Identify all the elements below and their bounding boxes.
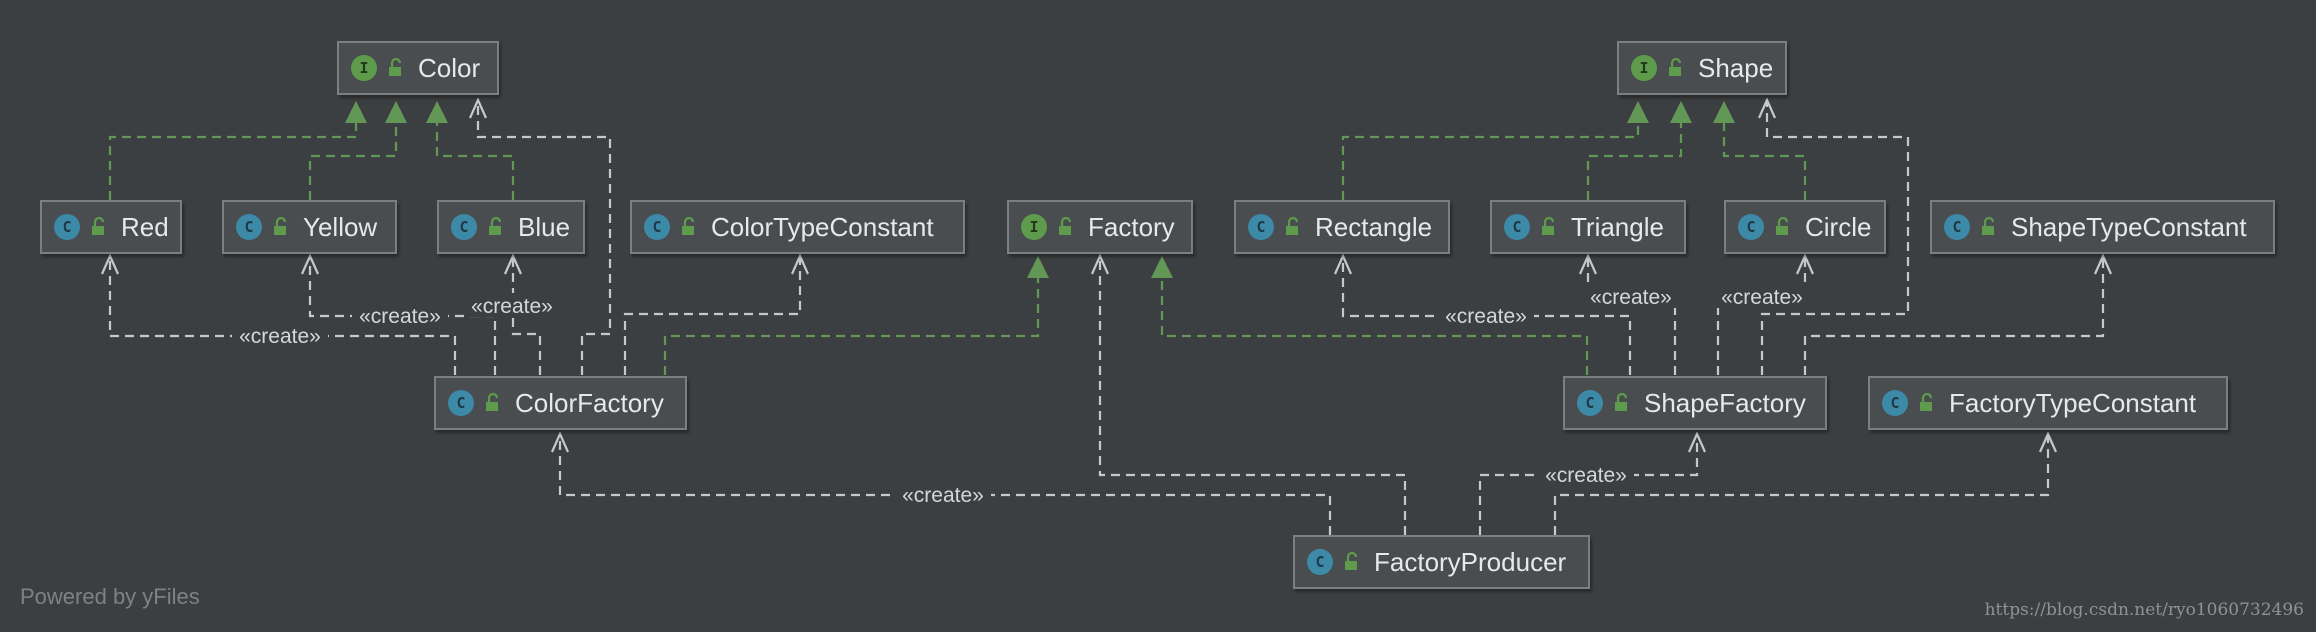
class-node-factoryproducer[interactable]: C FactoryProducer: [1293, 535, 1590, 589]
class-badge-icon: C: [1307, 549, 1333, 575]
open-lock-icon: [1286, 217, 1299, 235]
class-label: ShapeTypeConstant: [2011, 211, 2247, 242]
class-label: Yellow: [303, 211, 378, 242]
open-lock-icon: [1776, 217, 1789, 235]
class-badge-icon: C: [54, 214, 80, 240]
class-label: FactoryProducer: [1374, 546, 1567, 577]
edge-blue-implements-color: [426, 101, 515, 200]
class-node-circle[interactable]: C Circle: [1724, 200, 1886, 254]
open-lock-icon: [1345, 552, 1358, 570]
class-label: Circle: [1805, 211, 1872, 242]
edge-shapefactory-uses-shapetypeconstant: [1803, 256, 2103, 375]
powered-by-label: Powered by yFiles: [20, 584, 200, 609]
class-label: ColorFactory: [515, 387, 664, 418]
create-label-shapefactory: «create»: [1545, 464, 1627, 487]
edge-colorfactory-implements-factory: [663, 256, 1049, 375]
create-label-red: «create»: [239, 325, 321, 348]
edge-shapefactory-implements-factory: [1151, 256, 1589, 375]
create-label-blue: «create»: [471, 295, 553, 318]
edge-rectangle-implements-shape: [1341, 101, 1649, 200]
open-lock-icon: [92, 217, 105, 235]
class-badge-icon: C: [1248, 214, 1274, 240]
class-label: Triangle: [1571, 211, 1664, 242]
edge-triangle-implements-shape: [1586, 101, 1692, 200]
interface-badge-icon: I: [351, 55, 377, 81]
create-label-rectangle: «create»: [1445, 305, 1527, 328]
open-lock-icon: [274, 217, 287, 235]
class-node-triangle[interactable]: C Triangle: [1490, 200, 1686, 254]
open-lock-icon: [1542, 217, 1555, 235]
watermark-url: https://blog.csdn.net/ryo1060732496: [1984, 600, 2304, 620]
class-badge-icon: C: [1577, 390, 1603, 416]
class-node-yellow[interactable]: C Yellow: [222, 200, 397, 254]
class-badge-icon: C: [1944, 214, 1970, 240]
class-badge-icon: C: [1738, 214, 1764, 240]
interface-badge-icon: I: [1021, 214, 1047, 240]
open-lock-icon: [1920, 393, 1933, 411]
class-label: Color: [418, 52, 481, 83]
edge-shapefactory-uses-shape: [1762, 100, 1910, 375]
class-label: Blue: [518, 211, 571, 242]
edge-shapefactory-creates-triangle: [1588, 256, 1677, 375]
class-label: FactoryTypeConstant: [1949, 387, 2197, 418]
class-node-shape[interactable]: I Shape: [1617, 41, 1787, 95]
class-label: Shape: [1698, 52, 1774, 83]
open-lock-icon: [489, 217, 502, 235]
class-node-color[interactable]: I Color: [337, 41, 499, 95]
class-badge-icon: C: [1882, 390, 1908, 416]
class-node-factorytypeconstant[interactable]: C FactoryTypeConstant: [1868, 376, 2228, 430]
create-label-triangle: «create»: [1590, 286, 1672, 309]
edge-factoryproducer-uses-factorytypeconstant: [1553, 434, 2048, 535]
class-badge-icon: C: [1504, 214, 1530, 240]
create-label-yellow: «create»: [359, 305, 441, 328]
edge-colorfactory-uses-colortypeconstant: [623, 256, 800, 375]
class-label: Factory: [1088, 211, 1175, 242]
interface-badge-icon: I: [1631, 55, 1657, 81]
edge-red-implements-color: [108, 101, 367, 200]
edge-factoryproducer-uses-factory: [1100, 256, 1407, 535]
class-badge-icon: C: [448, 390, 474, 416]
class-label: Red: [121, 211, 169, 242]
create-label-circle: «create»: [1721, 286, 1803, 309]
class-badge-icon: C: [451, 214, 477, 240]
class-node-colortypeconstant[interactable]: C ColorTypeConstant: [630, 200, 965, 254]
open-lock-icon: [389, 58, 402, 76]
class-node-rectangle[interactable]: C Rectangle: [1234, 200, 1450, 254]
open-lock-icon: [1982, 217, 1995, 235]
class-label: Rectangle: [1315, 211, 1433, 242]
class-label: ShapeFactory: [1644, 387, 1806, 418]
class-badge-icon: C: [644, 214, 670, 240]
edge-colorfactory-uses-color: [478, 100, 612, 375]
create-label-colorfactory: «create»: [902, 484, 984, 507]
class-node-shapetypeconstant[interactable]: C ShapeTypeConstant: [1930, 200, 2275, 254]
open-lock-icon: [1059, 217, 1072, 235]
edge-circle-implements-shape: [1713, 101, 1807, 200]
class-node-shapefactory[interactable]: C ShapeFactory: [1563, 376, 1827, 430]
open-lock-icon: [1669, 58, 1682, 76]
edge-yellow-implements-color: [308, 101, 407, 200]
class-label: ColorTypeConstant: [711, 211, 934, 242]
class-node-colorfactory[interactable]: C ColorFactory: [434, 376, 687, 430]
class-node-blue[interactable]: C Blue: [437, 200, 585, 254]
class-node-red[interactable]: C Red: [40, 200, 182, 254]
open-lock-icon: [682, 217, 695, 235]
open-lock-icon: [1615, 393, 1628, 411]
class-badge-icon: C: [236, 214, 262, 240]
class-node-factory[interactable]: I Factory: [1007, 200, 1193, 254]
open-lock-icon: [486, 393, 499, 411]
